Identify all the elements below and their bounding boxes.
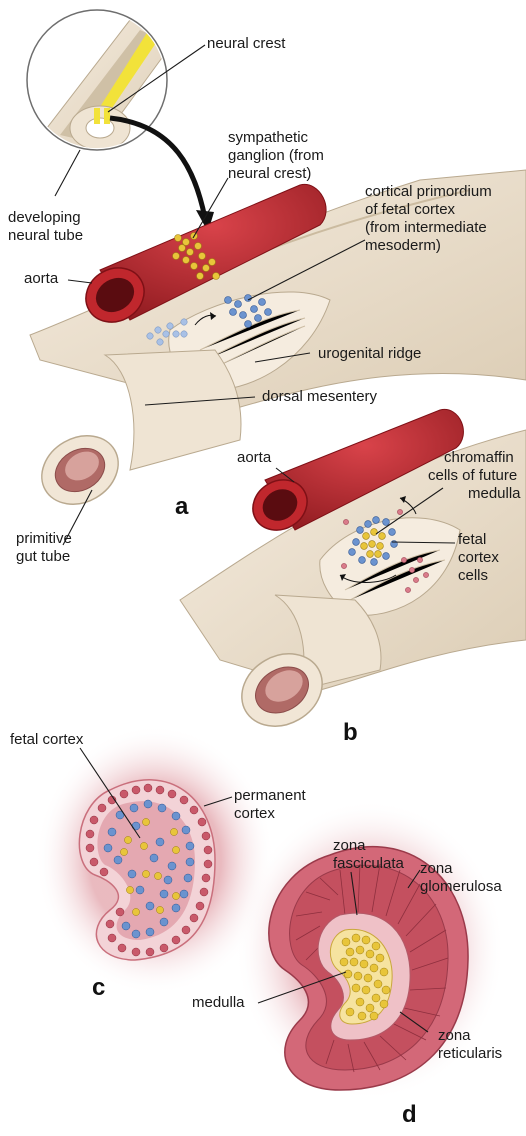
label-zona-fasciculata: zona fasciculata	[333, 837, 405, 872]
panel-d-illustration	[235, 800, 505, 1100]
label-cortical-primordium: cortical primordium of fetal cortex (fro…	[365, 183, 496, 254]
label-dorsal-mesentery: dorsal mesentery	[262, 388, 378, 405]
panel-a-illustration	[29, 169, 526, 505]
panel-label-c: c	[92, 974, 105, 1001]
label-aorta-b: aorta	[237, 449, 272, 466]
panel-c-cells	[85, 783, 213, 957]
label-sympathetic-ganglion: sympathetic ganglion (from neural crest)	[228, 129, 328, 182]
label-neural-crest: neural crest	[207, 35, 286, 52]
label-fetal-cortex: fetal cortex	[10, 731, 84, 748]
label-medulla: medulla	[192, 994, 245, 1011]
leader-lines	[54, 44, 456, 1033]
migration-arrow	[109, 115, 208, 219]
neural-tube-inset	[26, 9, 168, 151]
panel-label-b: b	[343, 719, 358, 746]
label-zona-reticularis: zona reticularis	[438, 1027, 502, 1062]
panel-c-illustration	[35, 725, 275, 995]
panel-label-d: d	[402, 1101, 417, 1128]
label-developing-neural-tube: developing neural tube	[8, 209, 85, 244]
label-urogenital-ridge: urogenital ridge	[318, 345, 421, 362]
label-fetal-cortex-cells: fetal cortex cells	[458, 531, 503, 584]
medulla-cells	[339, 933, 391, 1021]
chromaffin-and-cortex-cells	[341, 509, 429, 593]
label-permanent-cortex: permanent cortex	[234, 787, 310, 822]
neural-crest-band	[98, 28, 162, 114]
cortical-primordium-cells	[224, 294, 272, 328]
label-primitive-gut-tube: primitive gut tube	[16, 530, 76, 565]
label-aorta-a: aorta	[24, 270, 59, 287]
label-chromaffin-cells: chromaffin cells of future medulla	[428, 449, 521, 502]
panel-label-a: a	[175, 493, 189, 520]
label-zona-glomerulosa: zona glomerulosa	[420, 860, 502, 895]
